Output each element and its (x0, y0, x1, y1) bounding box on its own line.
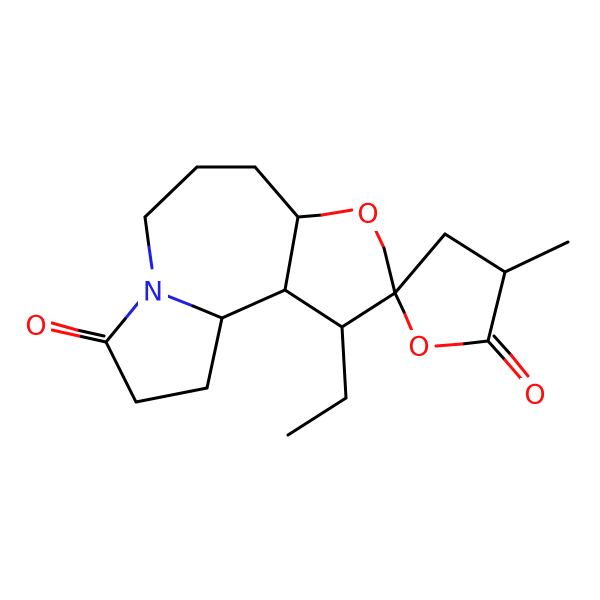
atom-O4-backdrop (21, 309, 51, 343)
bond-n1-c10b (191, 304, 224, 320)
atom-O4: O (21, 309, 51, 343)
bond-c5-n1b (147, 245, 154, 270)
bond-c5-n1a (143, 215, 151, 249)
bond-c11-c15 (393, 232, 447, 295)
bond-o1-c11a (373, 227, 386, 250)
bond-c18-o2a (460, 339, 490, 346)
bond-c8-o1a (296, 213, 324, 219)
atom-O3-backdrop (520, 378, 550, 412)
atom-N1: N (138, 275, 168, 309)
atom-O1-label: O (357, 199, 378, 230)
bond-c16-c18 (486, 270, 507, 343)
bond-c5-c6 (143, 165, 199, 219)
bond-c15-c16 (443, 232, 507, 274)
atom-O2-backdrop (404, 330, 434, 364)
bond-c16-c17 (503, 240, 570, 274)
bond-c9-c10 (220, 288, 287, 320)
bond-c18-o3b (503, 358, 525, 383)
bond-c18-o3a (486, 339, 507, 362)
atom-N1-label: N (143, 277, 163, 308)
bond-c1-o4b (50, 328, 81, 338)
bond-c18-o3c (492, 334, 513, 357)
atom-O1-backdrop (353, 197, 383, 231)
atom-O2-label: O (408, 332, 429, 363)
atom-O1: O (353, 197, 383, 231)
bond-o2-c11a (402, 310, 414, 333)
atom-O3-label: O (524, 380, 545, 411)
bond-c1-o4c (75, 328, 106, 338)
bond-c18-o3d (509, 353, 530, 378)
bond-c3-c10 (205, 316, 224, 390)
atom-N1-backdrop (138, 275, 168, 309)
bond-c12-c13 (340, 325, 348, 400)
bond-layer (50, 165, 570, 437)
atom-label-layer: O O O O N (21, 197, 550, 412)
bond-c11-c12 (340, 291, 397, 329)
bond-c8-o1b (320, 208, 354, 217)
bond-c7-c8 (253, 165, 300, 219)
bond-c1-c2 (104, 340, 138, 404)
bond-c1-o4d (50, 321, 79, 332)
atom-O3: O (520, 378, 550, 412)
bond-c1-o4a (77, 334, 108, 344)
bond-o1-c11b (382, 246, 397, 295)
bond-c12-c9 (283, 288, 344, 329)
bond-c8-c9 (283, 215, 300, 292)
atom-O4-label: O (25, 311, 46, 342)
bond-c13-c14 (286, 396, 348, 437)
bond-n1-c1b (104, 317, 127, 344)
bond-c2-c3 (134, 386, 209, 404)
bond-c18-o2b (434, 342, 464, 348)
atom-O2: O (404, 330, 434, 364)
bond-o2-c11b (393, 291, 406, 314)
bond-n1-c10a (163, 293, 195, 308)
